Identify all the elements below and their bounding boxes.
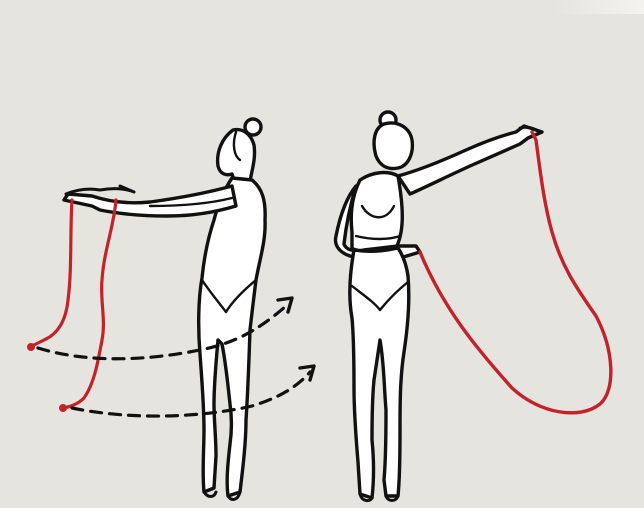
head [374, 123, 412, 169]
gymnast-front-figure [64, 119, 265, 499]
raised-arm [398, 126, 542, 194]
body-outline [199, 178, 265, 496]
motion-arrow-icon [72, 366, 314, 416]
rope-end-icon [27, 343, 35, 351]
rope-left [27, 200, 116, 412]
rope-end-icon [59, 404, 67, 412]
gymnast-side-figure [336, 112, 542, 501]
body-outline [350, 248, 409, 498]
hands [66, 186, 134, 194]
